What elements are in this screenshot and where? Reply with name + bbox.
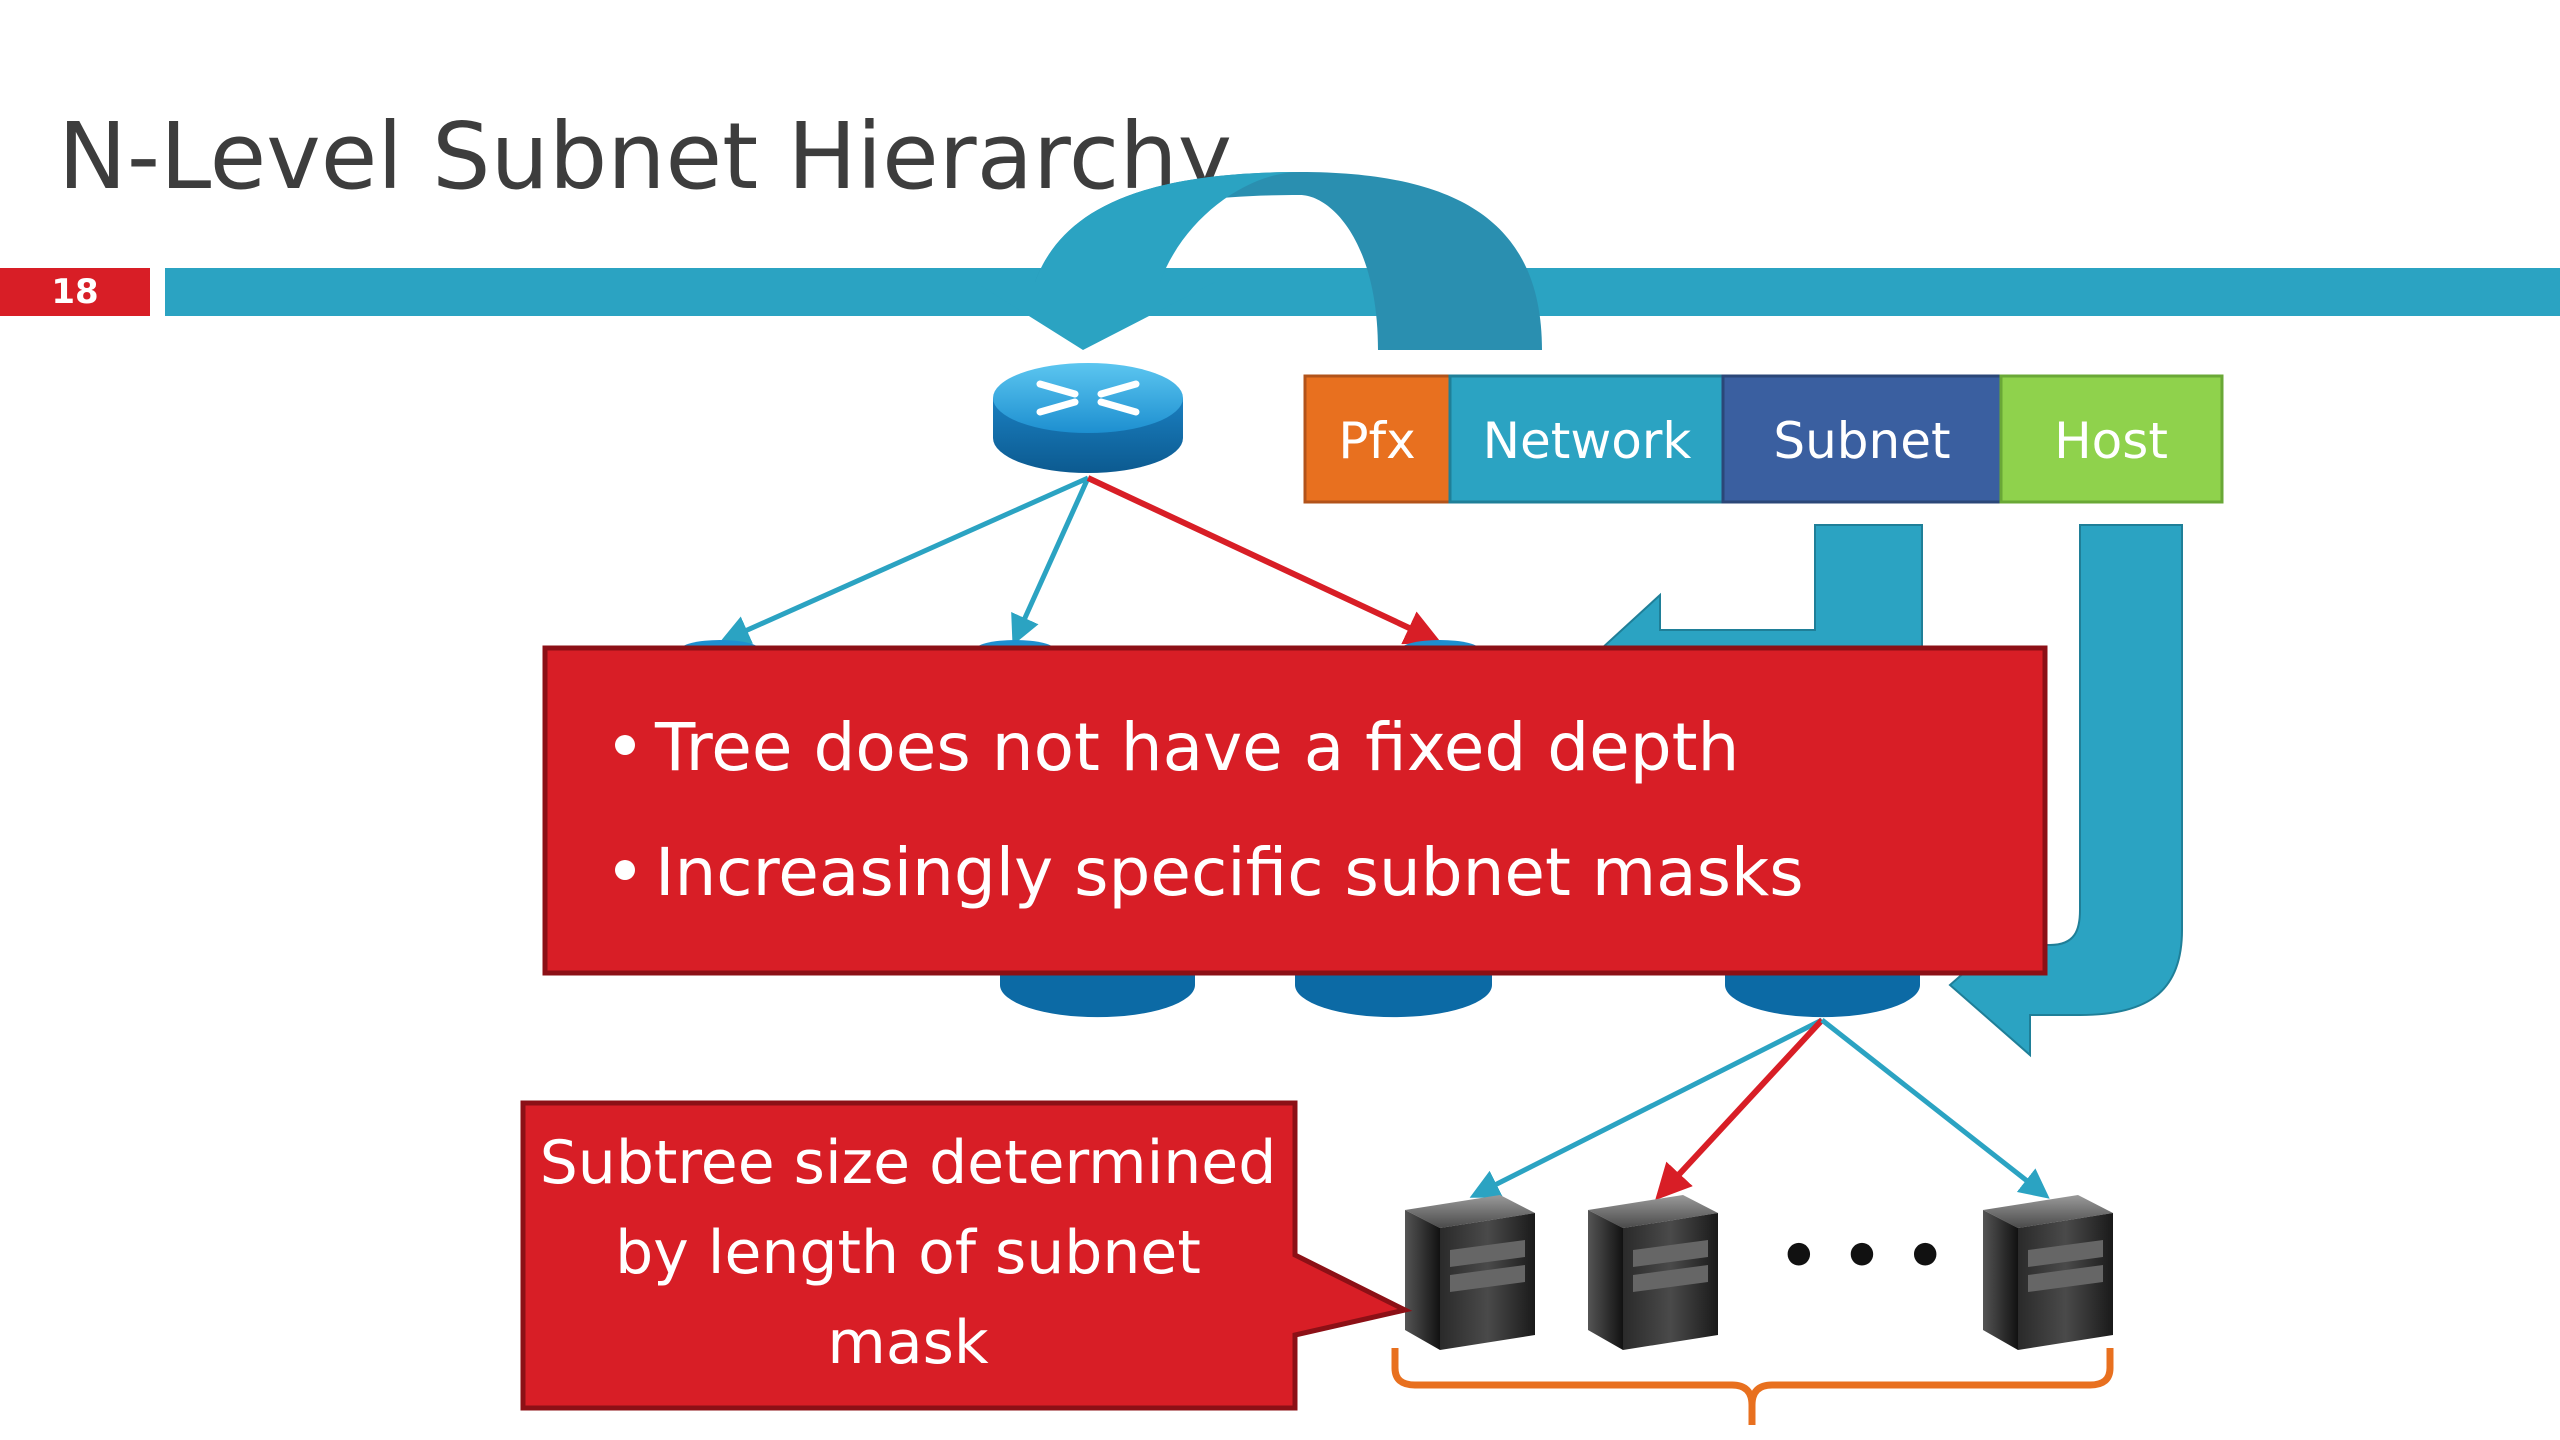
server-icon (1588, 1195, 1718, 1350)
router-icon (993, 363, 1183, 473)
subtree-callout-line-2: by length of subnet (615, 1218, 1201, 1288)
field-subnet-label: Subnet (1773, 412, 1950, 470)
callout-bullet-2: Increasingly specific subnet masks (655, 834, 1804, 911)
address-field-bar: Pfx Network Subnet Host (1303, 374, 2224, 504)
server-icon (1983, 1195, 2113, 1350)
subtree-brace (1391, 1348, 2114, 1425)
link-router-node3 (1086, 475, 1442, 645)
field-pfx-label: Pfx (1338, 412, 1415, 470)
server-icon (1405, 1195, 1535, 1350)
router-base (1725, 975, 1920, 1018)
field-network (1448, 374, 1725, 504)
slide-number: 18 (51, 272, 98, 312)
subtree-callout-line-3: mask (827, 1308, 988, 1378)
ellipsis: • • • (1778, 1220, 1945, 1294)
link-subnet-server2 (1655, 1017, 1825, 1201)
field-network-label: Network (1483, 412, 1692, 470)
field-host (1999, 374, 2224, 504)
main-callout: Tree does not have a fixed depth Increas… (542, 645, 2048, 976)
subtree-callout-line-1: Subtree size determined (540, 1128, 1277, 1198)
link-router-node1 (719, 475, 1090, 644)
field-host-label: Host (2054, 412, 2168, 470)
slide-number-bar (0, 268, 150, 316)
link-subnet-server1 (1469, 1017, 1824, 1198)
field-subnet (1721, 374, 2003, 504)
subtree-callout: Subtree size determined by length of sub… (520, 1100, 1413, 1411)
router-base (1295, 975, 1492, 1018)
return-arrow-shape (975, 172, 1542, 350)
header-accent-bar (165, 268, 2560, 316)
field-pfx (1303, 374, 1452, 504)
slide-title: N-Level Subnet Hierarchy (58, 103, 1232, 210)
host-arrow (1948, 524, 2183, 1058)
callout-bullet-1: Tree does not have a fixed depth (654, 709, 1739, 786)
router-base (1000, 975, 1195, 1018)
link-subnet-server3 (1820, 1018, 2050, 1199)
link-router-node2 (1011, 476, 1091, 646)
